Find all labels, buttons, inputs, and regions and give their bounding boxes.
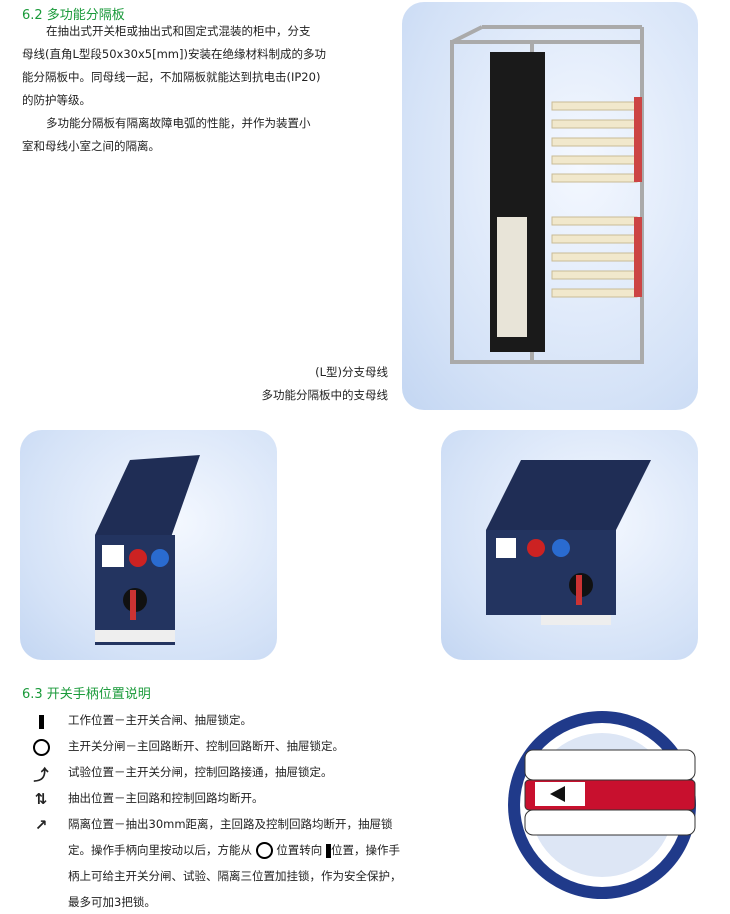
continuation-line: 柄上可给主开关分闸、试验、隔离三位置加挂锁，作为安全保护， [68, 869, 402, 883]
para-line: 多功能分隔板有隔离故障电弧的性能，并作为装置小 [46, 116, 311, 130]
withdraw-arrows-icon: ⇅ [34, 790, 48, 808]
circle-icon [255, 842, 273, 859]
isolate-position-icon: ↗ [34, 816, 48, 834]
drawer-unit-photo-1 [20, 430, 277, 660]
test-position-icon: ⤴ [33, 766, 49, 784]
para-line: 室和母线小室之间的隔离。 [22, 139, 160, 153]
drawer-unit-photo-2 [441, 430, 698, 660]
item-text: 主开关分闸－主回路断开、控制回路断开、抽屉锁定。 [68, 739, 344, 753]
section-6-3-title: 6.3 开关手柄位置说明 [22, 687, 151, 702]
item-text: 试验位置－主开关分闸，控制回路接通，抽屉锁定。 [68, 765, 333, 779]
section-6-2-body: 在抽出式开关柜或抽出式和固定式混装的柜中，分支 母线(直角L型段50x30x5[… [22, 20, 382, 158]
text: 位置，操作手 [330, 843, 400, 857]
para-line: 母线(直角L型段50x30x5[mm])安装在绝缘材料制成的多功 [22, 47, 326, 61]
para-line: 能分隔板中。同母线一起，不加隔板就能达到抗电击(IP20) [22, 70, 321, 84]
bar-icon [325, 843, 331, 858]
section-6-2-title: 6.2 多功能分隔板 [22, 8, 125, 23]
text: 定。操作手柄向里按动以后，方能从 [68, 843, 252, 857]
continuation-line: 定。操作手柄向里按动以后，方能从 位置转向 位置，操作手 [68, 842, 400, 859]
circle-icon [30, 738, 52, 756]
item-text: 抽出位置－主回路和控制回路均断开。 [68, 791, 264, 805]
text: 位置转向 [276, 843, 323, 857]
caption-busbar: 多功能分隔板中的支母线 [261, 388, 389, 402]
continuation-line: 最多可加3把锁。 [68, 895, 156, 909]
para-line: 在抽出式开关柜或抽出式和固定式混装的柜中，分支 [46, 24, 311, 38]
cabinet-photo [402, 2, 698, 410]
handle-dial-illustration [505, 700, 705, 910]
item-text: 工作位置－主开关合闸、抽屉锁定。 [68, 713, 252, 727]
caption-l-busbar: (L型)分支母线 [315, 365, 388, 379]
bar-icon [30, 712, 52, 730]
item-text: 隔离位置－抽出30mm距离，主回路及控制回路均断开，抽屉锁 [68, 817, 393, 831]
para-line: 的防护等级。 [22, 93, 91, 107]
